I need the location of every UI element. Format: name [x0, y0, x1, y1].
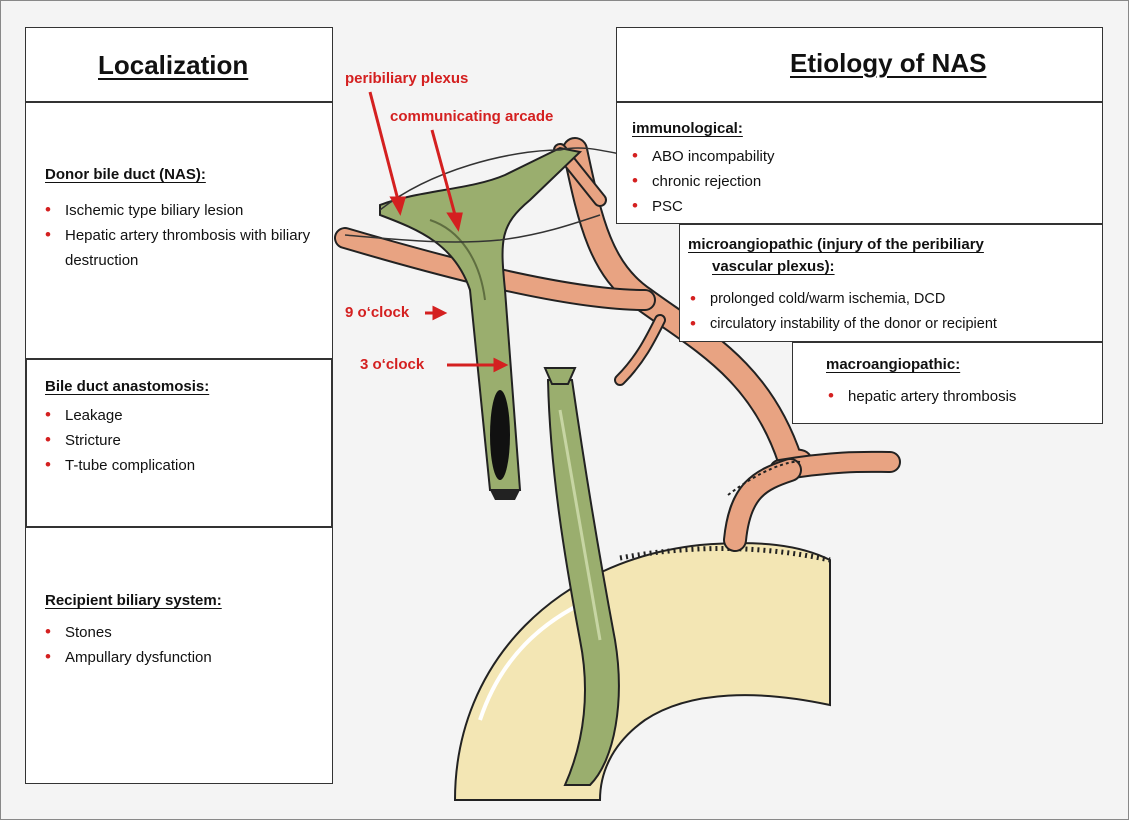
bile-duct-anastomosis-heading: Bile duct anastomosis:: [45, 378, 209, 395]
donor-bile-duct-heading: Donor bile duct (NAS):: [45, 166, 206, 183]
list-item: chronic rejection: [630, 169, 870, 194]
microangiopathic-heading-line1: microangiopathic (injury of the peribili…: [688, 236, 984, 253]
macroangiopathic-box: [792, 342, 1103, 424]
list-item: circulatory instability of the donor or …: [688, 312, 1100, 337]
list-item: prolonged cold/warm ischemia, DCD: [688, 287, 1100, 312]
microangiopathic-list: prolonged cold/warm ischemia, DCD circul…: [688, 287, 1100, 337]
immunological-heading: immunological:: [632, 120, 743, 137]
donor-bile-duct: [380, 148, 580, 500]
list-item: PSC: [630, 194, 870, 219]
recipient-biliary-system-heading: Recipient biliary system:: [45, 592, 222, 609]
list-item: Stricture: [43, 428, 323, 453]
list-item: hepatic artery thrombosis: [826, 384, 1096, 409]
macroangiopathic-list: hepatic artery thrombosis: [826, 384, 1096, 409]
list-item: Leakage: [43, 403, 323, 428]
microangiopathic-heading-line2: vascular plexus):: [712, 258, 835, 275]
macroangiopathic-heading: macroangiopathic:: [826, 356, 960, 373]
peribiliary-plexus-label: peribiliary plexus: [345, 70, 468, 87]
list-item: T-tube complication: [43, 453, 323, 478]
duodenum: [455, 543, 830, 800]
communicating-arcade-label: communicating arcade: [390, 108, 553, 125]
list-item: Ampullary dysfunction: [43, 645, 323, 670]
list-item: Stones: [43, 620, 323, 645]
bile-duct-anastomosis-list: Leakage Stricture T-tube complication: [43, 403, 323, 478]
list-item: Ischemic type biliary lesion: [43, 198, 328, 223]
list-item: ABO incompability: [630, 144, 870, 169]
etiology-title: Etiology of NAS: [790, 48, 986, 79]
nine-oclock-label: 9 o‘clock: [345, 304, 409, 321]
three-oclock-label: 3 o‘clock: [360, 356, 424, 373]
recipient-biliary-system-list: Stones Ampullary dysfunction: [43, 620, 323, 670]
donor-bile-duct-list: Ischemic type biliary lesion Hepatic art…: [43, 198, 328, 273]
immunological-list: ABO incompability chronic rejection PSC: [630, 144, 870, 219]
localization-title: Localization: [98, 50, 248, 81]
list-item: Hepatic artery thrombosis with biliary d…: [43, 223, 328, 273]
